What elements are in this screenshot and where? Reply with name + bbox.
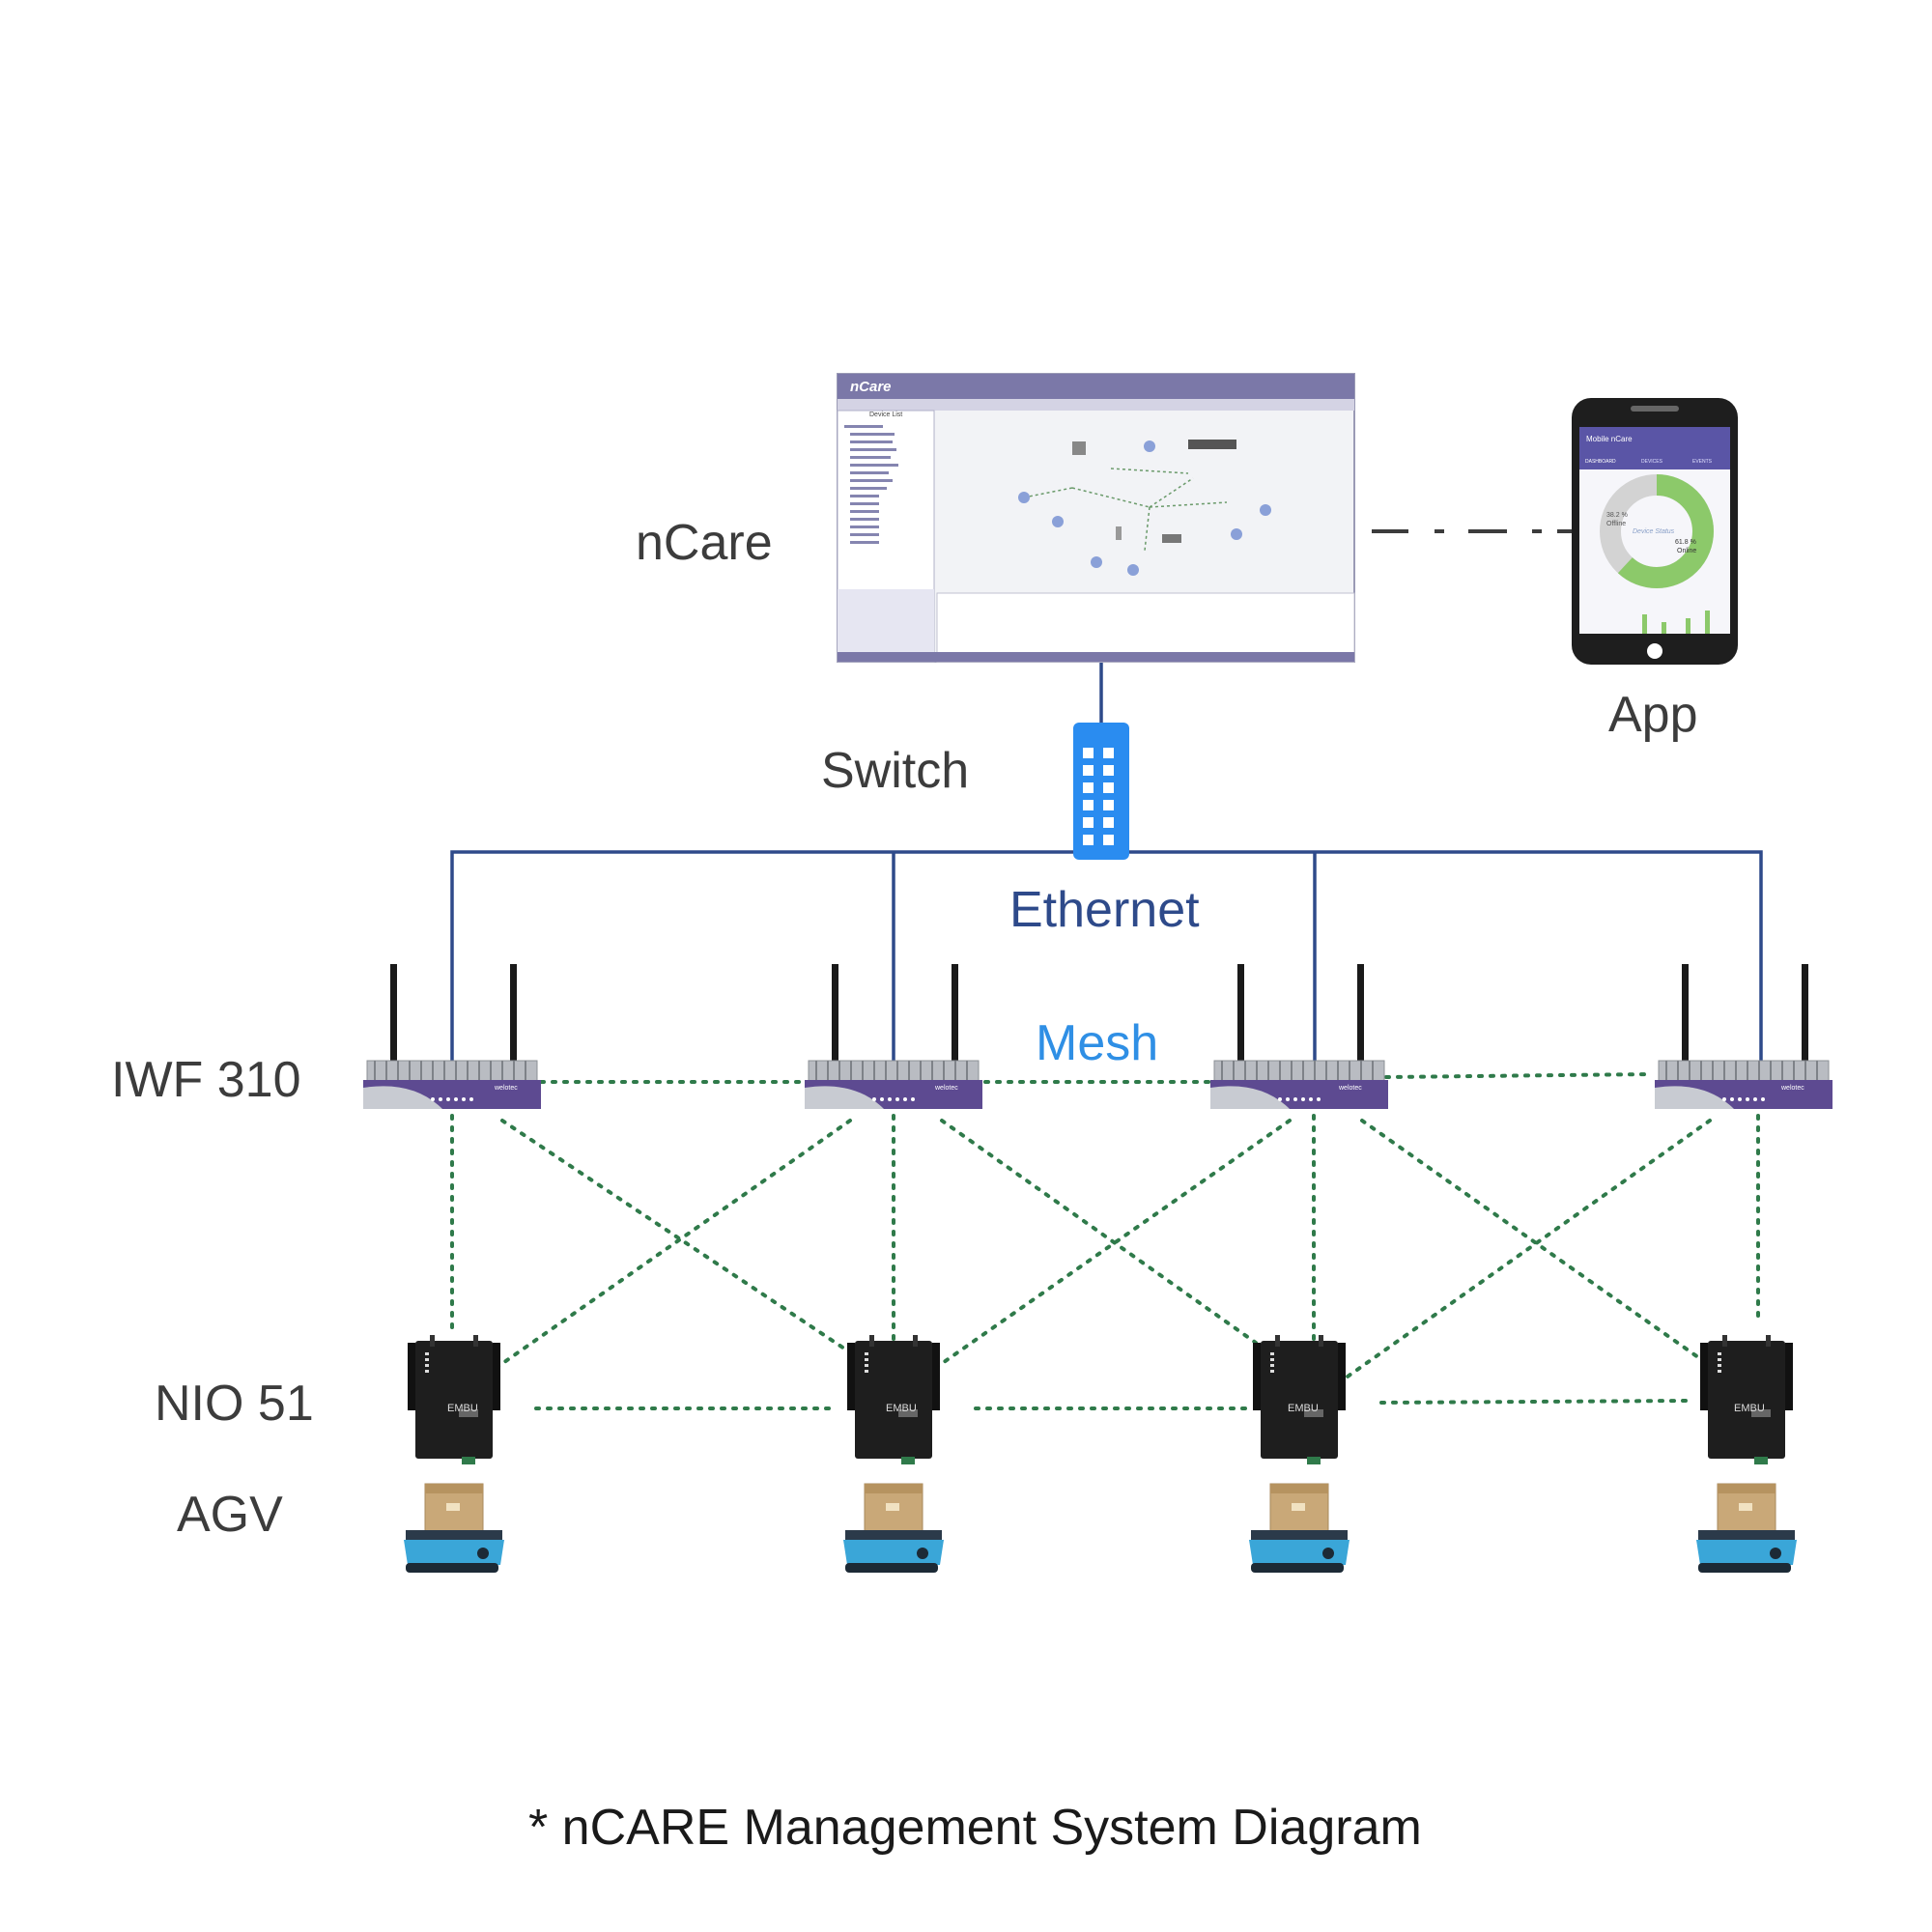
antenna-icon — [869, 1335, 874, 1347]
antenna-icon — [1682, 964, 1689, 1063]
mesh-links — [450, 1072, 1760, 1410]
iwf-brand-2: welotec — [935, 1085, 958, 1092]
terminal-block — [462, 1457, 475, 1464]
caption: * nCARE Management System Diagram — [528, 1800, 1422, 1856]
switch-device — [1073, 723, 1129, 860]
ncare-label: nCare — [636, 515, 773, 571]
nio-brand-2: EMBU — [886, 1403, 917, 1414]
ncare-panel-title: Device List — [869, 412, 903, 418]
app-offline-label: Offline — [1606, 521, 1627, 527]
app-tab-events: EVENTS — [1692, 459, 1713, 465]
iwf-devices — [363, 964, 1833, 1109]
agv-label: AGV — [177, 1487, 283, 1543]
nio-51-device-4 — [1700, 1335, 1793, 1464]
nio-label: NIO 51 — [155, 1376, 314, 1432]
topology-view — [1018, 440, 1271, 576]
iwf-310-ap-2 — [805, 964, 982, 1109]
antenna-icon — [832, 964, 838, 1063]
nio-body — [415, 1341, 493, 1459]
iwf-label: IWF 310 — [111, 1052, 301, 1108]
app-online-label: Online — [1677, 548, 1697, 554]
antenna-icon — [1237, 964, 1244, 1063]
agv-robot-1 — [404, 1483, 504, 1573]
agv-sensor — [917, 1548, 928, 1559]
app-donut-center: Device Status — [1633, 528, 1675, 535]
agv-sensor — [1770, 1548, 1781, 1559]
ncare-screen-brand: nCare — [850, 379, 892, 395]
nio-body — [1708, 1341, 1785, 1459]
nio-brand-3: EMBU — [1288, 1403, 1319, 1414]
nio-51-device-2 — [847, 1335, 940, 1464]
nio-devices — [408, 1335, 1793, 1464]
smartphone — [1572, 398, 1738, 665]
app-screen-title: Mobile nCare — [1586, 435, 1633, 443]
iwf-brand-3: welotec — [1339, 1085, 1362, 1092]
agv-sensor — [1322, 1548, 1334, 1559]
agv-body — [1696, 1540, 1797, 1565]
nio-brand-1: EMBU — [447, 1403, 478, 1414]
iwf-310-ap-4 — [1655, 964, 1833, 1109]
antenna-icon — [1275, 1335, 1280, 1347]
antenna-icon — [473, 1335, 478, 1347]
iwf-brand-1: welotec — [495, 1085, 518, 1092]
agv-body — [843, 1540, 944, 1565]
ncare-monitor — [837, 373, 1355, 663]
device-status-donut — [1600, 474, 1714, 588]
agv-robot-2 — [843, 1483, 944, 1573]
iwf-310-ap-1 — [363, 964, 541, 1109]
app-online-pct: 61.8 % — [1675, 539, 1696, 546]
antenna-icon — [952, 964, 958, 1063]
agv-robot-3 — [1249, 1483, 1350, 1573]
agv-sensor — [477, 1548, 489, 1559]
antenna-icon — [510, 964, 517, 1063]
iwf-heatsink — [1658, 1060, 1830, 1083]
app-tab-devices: DEVICES — [1641, 459, 1662, 465]
antenna-icon — [1357, 964, 1364, 1063]
switch-label: Switch — [821, 743, 970, 799]
terminal-block — [1754, 1457, 1768, 1464]
iwf-heatsink — [366, 1060, 538, 1083]
antenna-icon — [1319, 1335, 1323, 1347]
iwf-heatsink — [808, 1060, 980, 1083]
agv-body — [1249, 1540, 1350, 1565]
tree-rows — [844, 425, 898, 544]
nio-brand-4: EMBU — [1734, 1403, 1765, 1414]
app-offline-pct: 38.2 % — [1606, 512, 1628, 519]
antenna-icon — [1802, 964, 1808, 1063]
antenna-icon — [1722, 1335, 1727, 1347]
antenna-icon — [390, 964, 397, 1063]
mesh-label: Mesh — [1036, 1015, 1159, 1071]
nio-51-device-3 — [1253, 1335, 1346, 1464]
iwf-heatsink — [1213, 1060, 1385, 1083]
app-label: App — [1608, 687, 1698, 743]
agv-body — [404, 1540, 504, 1565]
agv-robot-4 — [1696, 1483, 1797, 1573]
antenna-icon — [1766, 1335, 1771, 1347]
terminal-block — [901, 1457, 915, 1464]
iwf-brand-4: welotec — [1781, 1085, 1804, 1092]
nio-body — [1261, 1341, 1338, 1459]
polling-bars — [1642, 611, 1710, 634]
agv-devices — [404, 1483, 1797, 1573]
nio-51-device-1 — [408, 1335, 500, 1464]
nio-body — [855, 1341, 932, 1459]
app-tab-dashboard: DASHBOARD — [1585, 459, 1616, 465]
antenna-icon — [430, 1335, 435, 1347]
antenna-icon — [913, 1335, 918, 1347]
ethernet-label: Ethernet — [1009, 882, 1200, 938]
iwf-310-ap-3 — [1210, 964, 1388, 1109]
terminal-block — [1307, 1457, 1321, 1464]
